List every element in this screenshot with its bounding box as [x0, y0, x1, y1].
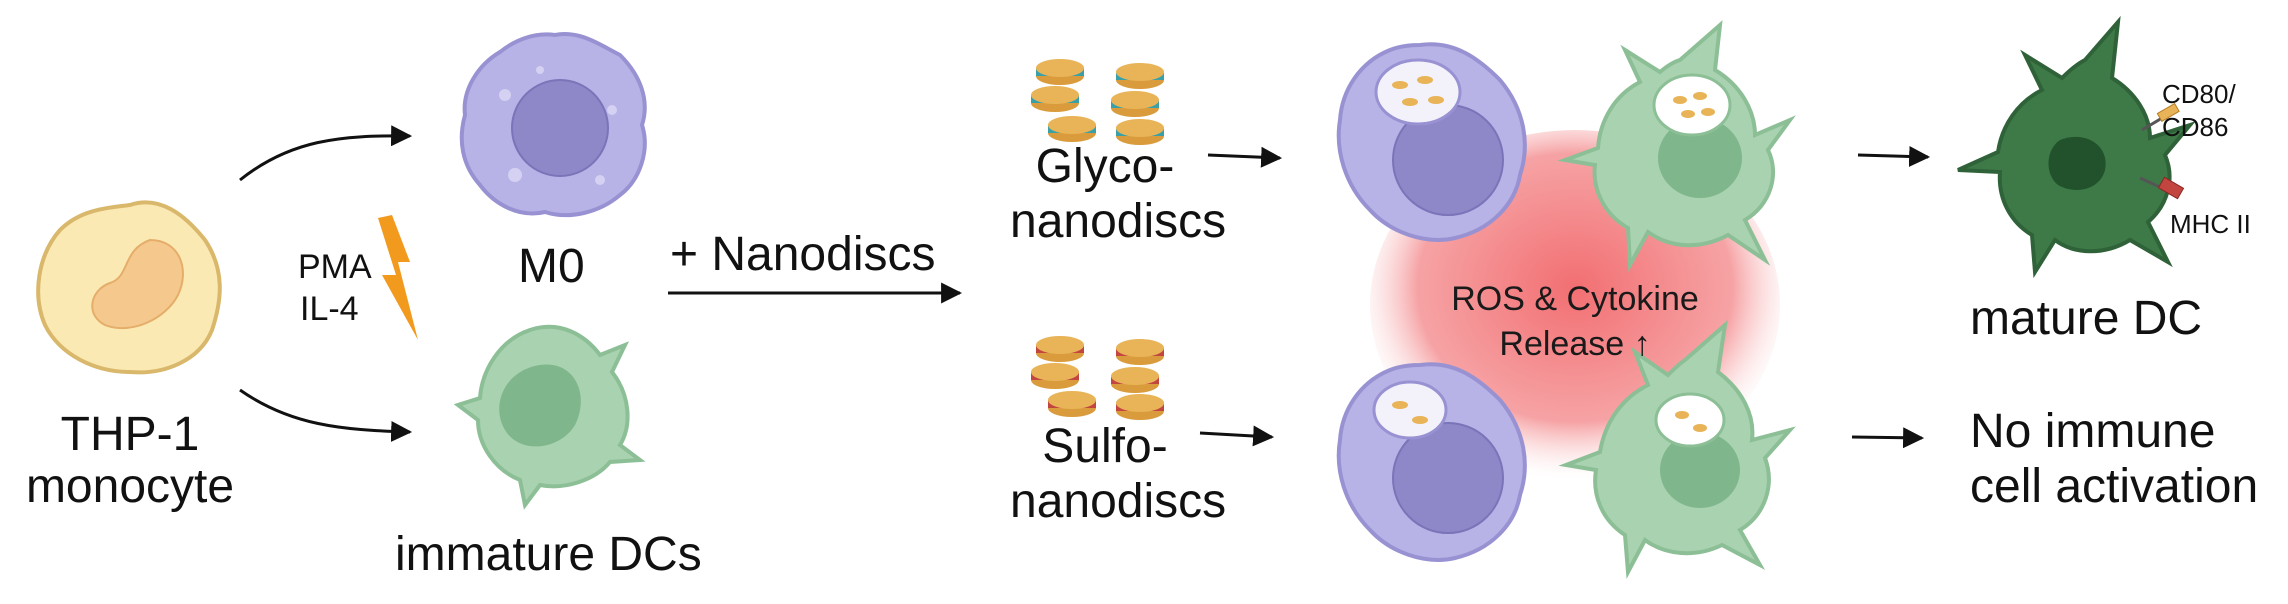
il4-label: IL-4 [300, 290, 359, 328]
immature-dcs-label: immature DCs [395, 528, 702, 581]
m0-label: M0 [518, 240, 585, 293]
ros-label-line2: Release ↑ [1499, 325, 1651, 363]
mature-dc-cell [1957, 15, 2196, 279]
cd80-label: CD80/ [2162, 79, 2236, 109]
ros-label-line1: ROS & Cytokine [1451, 280, 1699, 318]
sulfo-label-line1: Sulfo- [1042, 420, 1168, 473]
arrow-to-idc [239, 388, 413, 442]
cd86-label: CD86 [2162, 112, 2229, 142]
monocyte-cell [36, 200, 222, 375]
arrow-glyco [1207, 146, 1283, 168]
mature-dc-label: mature DC [1970, 292, 2203, 345]
sulfo-label-line2: nanodiscs [1010, 475, 1227, 528]
lightning-bolt-icon [378, 215, 418, 340]
dc-glyco-cell [1557, 20, 1796, 273]
macrophage-glyco-cell [1336, 42, 1527, 242]
glyco-label-line1: Glyco- [1035, 140, 1175, 193]
plus-nanodiscs-label: + Nanodiscs [670, 228, 936, 281]
macrophage-sulfo-cell [1336, 362, 1527, 562]
arrow-to-mature-dc [1857, 145, 1931, 167]
immature-dc-cell [453, 324, 646, 510]
arrow-to-no-activation [1851, 427, 1925, 449]
thp1-label: THP-1 [60, 408, 200, 461]
pma-label: PMA [298, 248, 372, 286]
no-immune-label-line1: No immune [1970, 405, 2216, 458]
glyco-nanodisc-cluster [1031, 59, 1164, 145]
monocyte-label: monocyte [25, 460, 235, 513]
sulfo-nanodisc-cluster [1031, 336, 1164, 420]
m0-macrophage-cell [459, 32, 647, 218]
arrow-to-m0 [239, 125, 413, 182]
no-immune-label-line2: cell activation [1970, 460, 2259, 513]
arrow-sulfo [1199, 425, 1275, 447]
glyco-label-line2: nanodiscs [1010, 195, 1227, 248]
dc-sulfo-cell [1558, 319, 1796, 579]
mhc-label: MHC II [2170, 209, 2251, 239]
